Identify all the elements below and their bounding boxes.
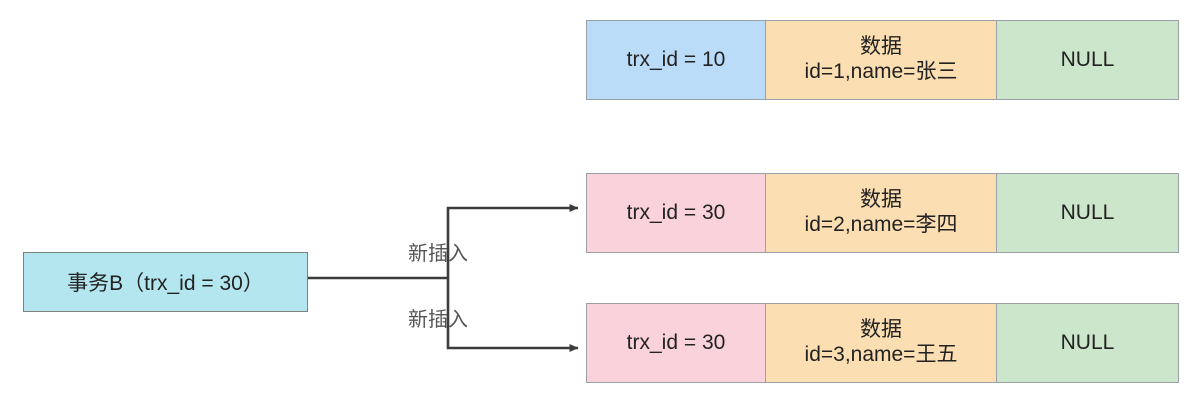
row-3-rollback-pointer-cell: NULL: [996, 303, 1179, 383]
row-2-data-cell: 数据 id=2,name=李四: [765, 173, 997, 253]
row-1-data-title: 数据: [860, 35, 902, 59]
row-1-rollback-pointer-text: NULL: [1060, 47, 1115, 71]
record-row-1: trx_id = 10 数据 id=1,name=张三 NULL: [586, 20, 1179, 100]
row-3-data-title: 数据: [860, 318, 902, 342]
row-2-trx-id-text: trx_id = 30: [626, 200, 726, 224]
record-row-3: trx_id = 30 数据 id=3,name=王五 NULL: [586, 303, 1179, 383]
row-2-data-value: id=2,name=李四: [804, 213, 958, 236]
record-row-2: trx_id = 30 数据 id=2,name=李四 NULL: [586, 173, 1179, 253]
row-1-rollback-pointer-cell: NULL: [996, 20, 1179, 100]
row-3-rollback-pointer-text: NULL: [1060, 330, 1115, 354]
row-2-trx-id-cell: trx_id = 30: [586, 173, 766, 253]
row-2-data-title: 数据: [860, 188, 902, 212]
row-1-data-cell: 数据 id=1,name=张三: [765, 20, 997, 100]
edge-label-insert-2: 新插入: [408, 309, 468, 331]
transaction-label: 事务B（trx_id = 30）: [67, 272, 264, 295]
row-3-data-cell: 数据 id=3,name=王五: [765, 303, 997, 383]
row-1-data-value: id=1,name=张三: [804, 60, 958, 83]
row-3-trx-id-cell: trx_id = 30: [586, 303, 766, 383]
row-1-trx-id-cell: trx_id = 10: [586, 20, 766, 100]
row-3-trx-id-text: trx_id = 30: [626, 330, 726, 354]
row-2-rollback-pointer-text: NULL: [1060, 200, 1115, 224]
row-2-rollback-pointer-cell: NULL: [996, 173, 1179, 253]
transaction-box: 事务B（trx_id = 30）: [23, 252, 308, 312]
row-1-trx-id-text: trx_id = 10: [626, 47, 726, 71]
row-3-data-value: id=3,name=王五: [804, 343, 958, 366]
edge-label-insert-1: 新插入: [408, 243, 468, 265]
